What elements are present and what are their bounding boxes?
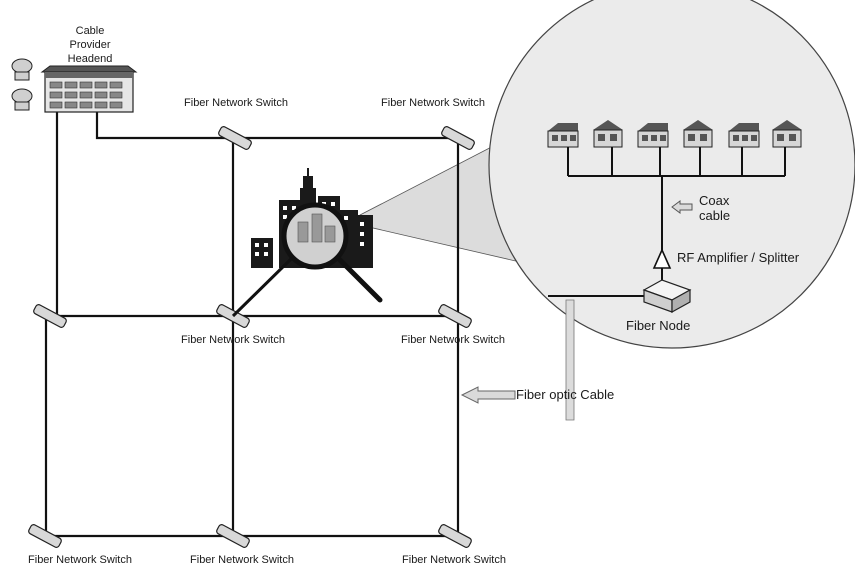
switch-label-bottom-left: Fiber Network Switch (28, 554, 132, 566)
switch-bottom-left (28, 524, 62, 548)
switch-label-mid-middle: Fiber Network Switch (181, 334, 285, 346)
rf-amplifier-icon (652, 248, 672, 269)
switch-top-right (441, 126, 475, 150)
coax-label-line-1: Coax (699, 193, 730, 208)
switch-bottom-middle (216, 524, 250, 548)
magnifier-icon (231, 202, 383, 318)
fiber-riser (565, 299, 575, 421)
switch-top-middle (218, 126, 252, 150)
headend-building-icon (40, 65, 138, 113)
coax-arrow-icon (671, 200, 693, 214)
switch-bottom-right (438, 524, 472, 548)
switch-label-top-right: Fiber Network Switch (381, 97, 485, 109)
fiber-cable-label: Fiber optic Cable (516, 387, 614, 402)
headend-label-line-3: Headend (68, 53, 113, 65)
house-icon (593, 120, 623, 148)
house-icon (683, 120, 713, 148)
switch-mid-left (33, 304, 67, 328)
fiber-cable-arrow-icon (460, 386, 516, 404)
satellite-dish-icon (11, 58, 33, 111)
switch-label-bottom-middle: Fiber Network Switch (190, 554, 294, 566)
house-icon (637, 123, 669, 148)
switch-label-bottom-right: Fiber Network Switch (402, 554, 506, 566)
fiber-grid (44, 112, 460, 538)
headend-label-line-1: Cable (76, 25, 105, 37)
switch-label-mid-right: Fiber Network Switch (401, 334, 505, 346)
fiber-node-icon (642, 279, 692, 314)
fiber-node-label: Fiber Node (626, 318, 690, 333)
zoom-circle (488, 0, 855, 349)
fiber-switches (28, 126, 475, 548)
rf-amplifier-label: RF Amplifier / Splitter (677, 250, 800, 265)
houses-group (547, 120, 802, 148)
house-icon (547, 123, 579, 148)
switch-mid-right (438, 304, 472, 328)
house-icon (772, 120, 802, 148)
coax-label-line-2: cable (699, 208, 730, 223)
headend-label-line-2: Provider (70, 39, 111, 51)
switch-label-top-middle: Fiber Network Switch (184, 97, 288, 109)
house-icon (728, 123, 760, 148)
coax-distribution (567, 147, 786, 285)
